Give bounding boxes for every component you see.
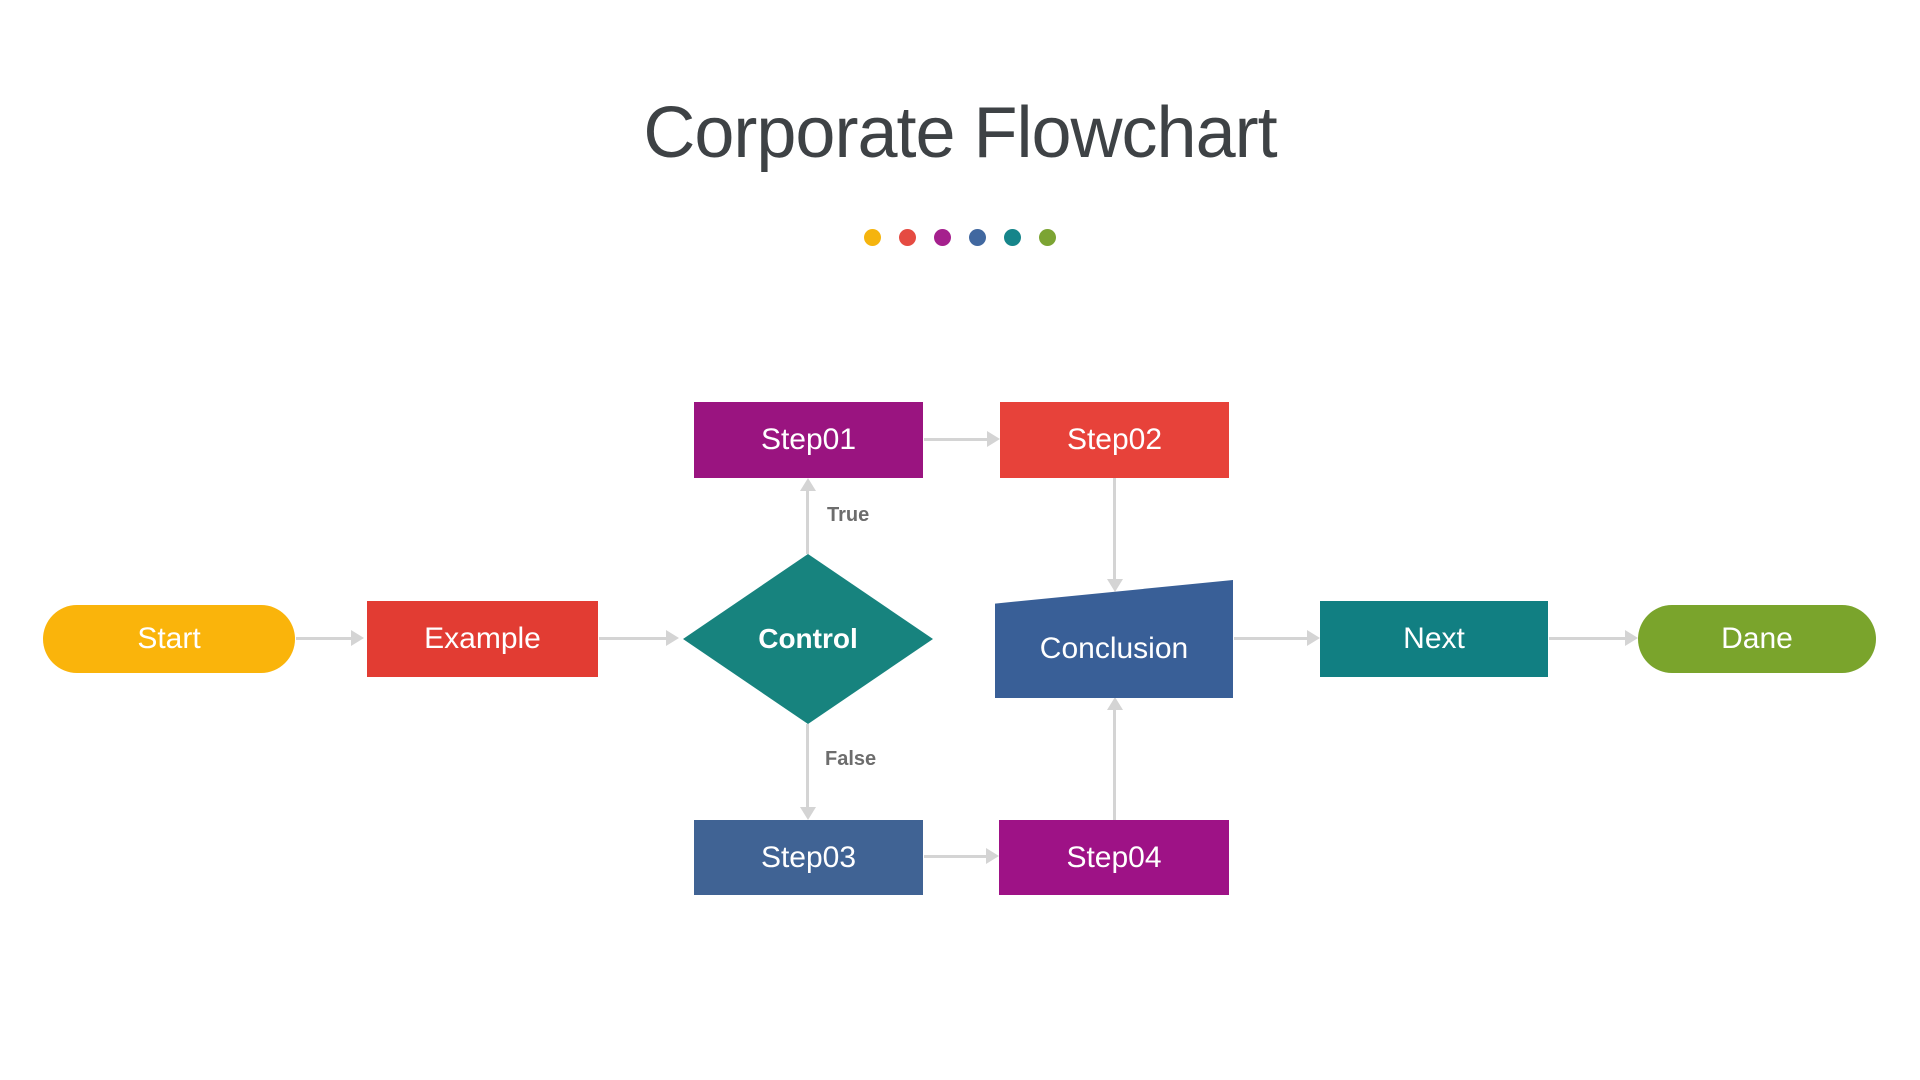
arrow-next-to-dane bbox=[1549, 630, 1638, 646]
arrow-example-to-control bbox=[599, 630, 679, 646]
arrow-step04-to-conclusion bbox=[1106, 697, 1123, 820]
arrow-step01-to-step02 bbox=[924, 431, 1000, 447]
accent-dots bbox=[0, 229, 1920, 246]
node-conclusion[interactable]: Conclusion bbox=[995, 580, 1233, 698]
accent-dot bbox=[1004, 229, 1021, 246]
node-step04[interactable]: Step04 bbox=[999, 820, 1229, 895]
node-example[interactable]: Example bbox=[367, 601, 598, 677]
arrow-step02-to-conclusion bbox=[1106, 478, 1123, 592]
arrow-control-to-step03-false bbox=[799, 724, 816, 820]
arrow-step03-to-step04 bbox=[924, 848, 999, 864]
edge-label-false: False bbox=[825, 748, 877, 770]
node-next[interactable]: Next bbox=[1320, 601, 1548, 677]
node-step01[interactable]: Step01 bbox=[694, 402, 923, 478]
node-step02[interactable]: Step02 bbox=[1000, 402, 1229, 478]
page-title: Corporate Flowchart bbox=[643, 93, 1277, 173]
arrow-start-to-example bbox=[296, 630, 364, 646]
accent-dot bbox=[969, 229, 986, 246]
node-start[interactable]: Start bbox=[43, 605, 295, 673]
node-control-decision[interactable]: Control bbox=[683, 554, 933, 724]
accent-dot bbox=[899, 229, 916, 246]
node-dane[interactable]: Dane bbox=[1638, 605, 1876, 673]
edge-label-true: True bbox=[827, 504, 870, 526]
arrow-conclusion-to-next bbox=[1234, 630, 1320, 646]
node-step03[interactable]: Step03 bbox=[694, 820, 923, 895]
accent-dot bbox=[934, 229, 951, 246]
arrow-control-to-step01-true bbox=[799, 478, 816, 554]
accent-dot bbox=[1039, 229, 1056, 246]
accent-dot bbox=[864, 229, 881, 246]
